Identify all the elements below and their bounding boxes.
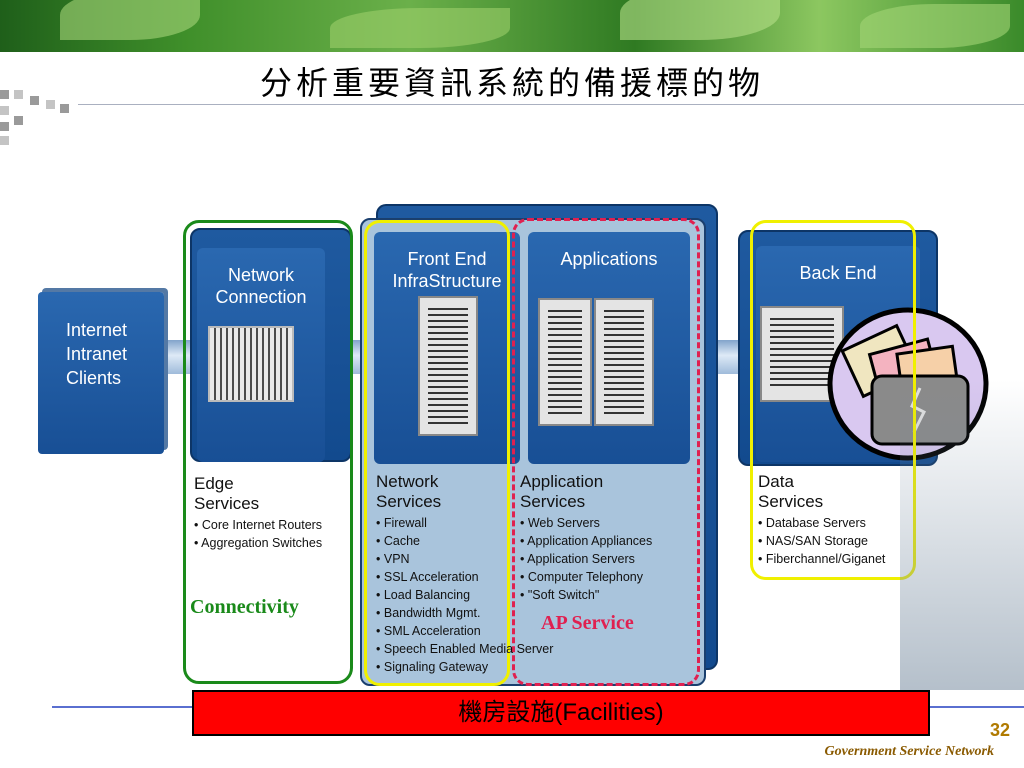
network-service-item: Signaling Gateway	[376, 658, 553, 676]
internet-clients-box: Internet Intranet Clients	[38, 292, 164, 454]
connectivity-tag: Connectivity	[190, 596, 299, 618]
page-number: 32	[989, 720, 1010, 740]
slide-title: 分析重要資訊系統的備援標的物	[259, 64, 764, 102]
connectivity-outline	[183, 220, 353, 684]
network-service-item: VPN	[376, 550, 553, 568]
network-service-item: Load Balancing	[376, 586, 553, 604]
ap-service-tag: AP Service	[541, 612, 634, 634]
application-server-icon-2	[594, 298, 654, 426]
network-service-item: Cache	[376, 532, 553, 550]
data-services: Data Services Database Servers NAS/SAN S…	[758, 472, 885, 568]
network-services: Network Services Firewall Cache VPN SSL …	[376, 472, 553, 676]
ap-service-outline	[512, 218, 700, 686]
application-service-item: Web Servers	[520, 514, 652, 532]
router-icon	[208, 326, 294, 402]
network-service-item: Speech Enabled Media Server	[376, 640, 554, 658]
network-outline	[364, 220, 510, 686]
edge-service-item: Aggregation Switches	[194, 534, 322, 552]
network-service-item: Bandwidth Mgmt.	[376, 604, 553, 622]
application-service-item: Application Servers	[520, 550, 652, 568]
application-services-heading: Application Services	[520, 472, 604, 511]
back-end-label: Back End	[799, 263, 877, 283]
title-divider	[78, 104, 1024, 105]
edge-service-item: Core Internet Routers	[194, 516, 322, 534]
application-services: Application Services Web Servers Applica…	[520, 472, 652, 604]
data-services-heading: Data Services	[758, 472, 824, 511]
data-service-item: Fiberchannel/Giganet	[758, 550, 886, 568]
edge-services-heading: Edge Services	[194, 474, 260, 513]
front-end-label: Front End InfraStructure	[392, 249, 502, 291]
data-service-item: NAS/SAN Storage	[758, 532, 885, 550]
network-service-item: SSL Acceleration	[376, 568, 553, 586]
network-service-item: Firewall	[376, 514, 553, 532]
data-service-item: Database Servers	[758, 514, 885, 532]
network-services-heading: Network Services	[376, 472, 442, 511]
edge-services: Edge Services Core Internet Routers Aggr…	[194, 474, 322, 552]
front-end-server-icon	[418, 296, 478, 436]
application-server-icon	[538, 298, 592, 426]
internet-clients-label: Internet Intranet Clients	[66, 320, 128, 388]
footer-line-right	[930, 706, 1024, 708]
application-service-item: Application Appliances	[520, 532, 652, 550]
facilities-bar: 機房設施(Facilities)	[192, 690, 930, 736]
network-service-item: SML Acceleration	[376, 622, 553, 640]
network-connection-label: Network Connection	[215, 265, 307, 307]
application-service-item: "Soft Switch"	[520, 586, 652, 604]
header-banner	[0, 0, 1024, 52]
background-photo	[900, 380, 1024, 690]
application-service-item: Computer Telephony	[520, 568, 652, 586]
footer-text: Government Service Network	[824, 744, 994, 759]
footer-line	[52, 706, 192, 708]
applications-label: Applications	[560, 249, 658, 269]
